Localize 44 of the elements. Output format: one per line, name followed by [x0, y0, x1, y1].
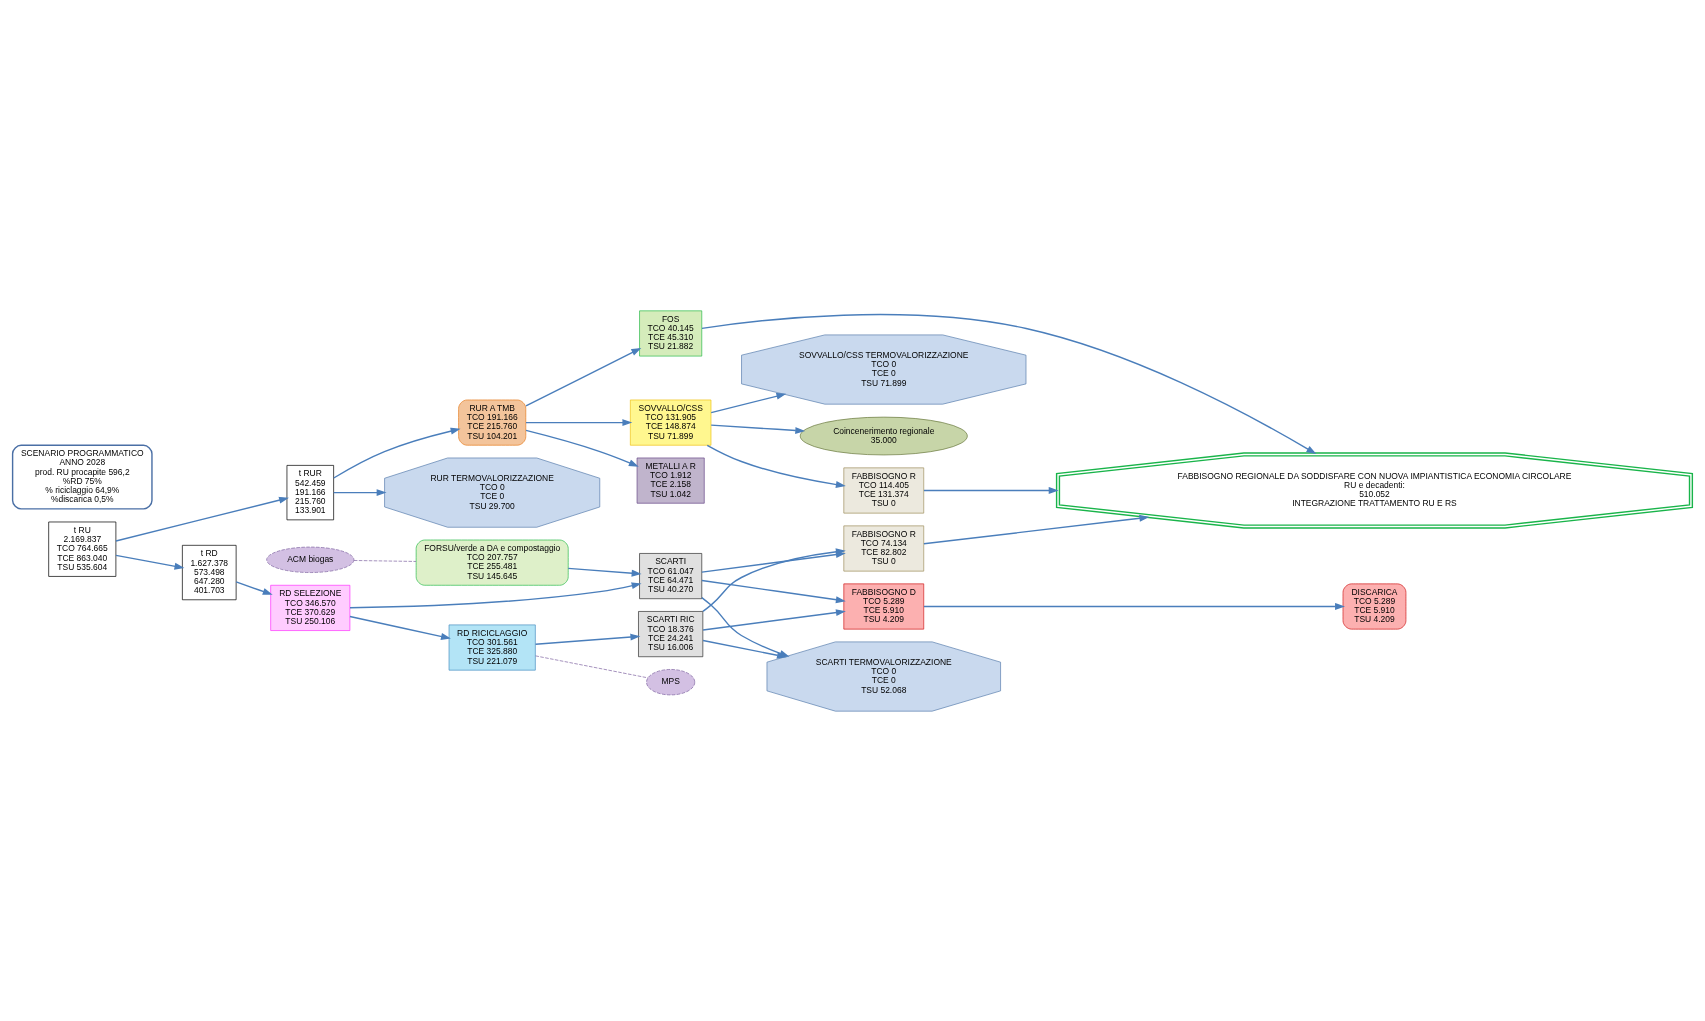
arrow	[710, 392, 787, 413]
node-box: t RD 1.627.378 573.498 647.280 401.703	[182, 544, 237, 600]
arrow	[333, 427, 461, 479]
node-box: FORSU/verde a DA e compostaggio TCO 207.757 TCE 255.481 TSU 145.645	[415, 539, 569, 586]
node-box: FOS TCO 40.145 TCE 45.310 TSU 21.882	[639, 309, 703, 356]
node-ellipse: ACM biogas	[266, 546, 355, 573]
arrow	[525, 347, 642, 407]
node-box: RD SELEZIONE TCO 346.570 TCE 370.629 TSU 250.106	[270, 584, 351, 631]
arrow	[525, 429, 639, 467]
node-box: t RU 2.169.837 TCO 764.665 TCE 863.040 TSU 535.604	[48, 521, 117, 577]
arrow	[702, 608, 846, 631]
node-box: SOVVALLO/CSS TCO 131.905 TCE 148.874 TSU 71.899	[630, 399, 712, 446]
arrow	[923, 486, 1059, 494]
node-box: FABBISOGNO R TCO 74.134 TCE 82.802 TSU 0	[843, 525, 925, 571]
node-ellipse: MPS	[646, 668, 696, 695]
node-box: RUR A TMB TCO 191.166 TCE 215.760 TSU 104.201	[458, 399, 527, 446]
arrow	[923, 602, 1345, 610]
arrow	[349, 615, 451, 640]
arrow	[115, 554, 185, 570]
node-box: DISCARICA TCO 5.289 TCE 5.910 TSU 4.209	[1342, 583, 1407, 629]
node-box: FABBISOGNO D TCO 5.289 TCE 5.910 TSU 4.209	[843, 583, 925, 629]
node-box: RD RICICLAGGIO TCO 301.561 TCE 325.880 TSU 221.079	[448, 624, 536, 670]
arrow	[567, 567, 642, 577]
arrow	[332, 488, 387, 496]
node-box: METALLI A R TCO 1.912 TCE 2.158 TSU 1.042	[636, 457, 705, 504]
arrow	[235, 580, 273, 595]
node-box: SCARTI TCO 61.047 TCE 64.471 TSU 40.270	[639, 552, 703, 599]
connector	[353, 559, 417, 562]
arrow	[701, 313, 1317, 454]
node-box: SCARTI RIC TCO 18.376 TCE 24.241 TSU 16.006	[638, 610, 704, 657]
node-box: SCENARIO PROGRAMMATICO ANNO 2028 prod. RU procapite 596,2 %RD 75% % riciclaggio 64,9% %discarica 0,5%	[11, 444, 153, 510]
node-box: FABBISOGNO R TCO 114.405 TCE 131.374 TSU 0	[843, 467, 925, 513]
arrow	[702, 639, 787, 659]
node-ellipse: Coincenerimento regionale 35.000	[799, 416, 968, 455]
node-box: t RUR 542.459 191.166 215.760 133.901	[286, 464, 334, 520]
arrow	[534, 633, 641, 645]
arrow	[710, 423, 806, 434]
arrow	[525, 418, 633, 426]
arrow	[349, 581, 642, 608]
connector	[535, 655, 649, 678]
arrow	[701, 579, 846, 603]
arrow	[923, 514, 1150, 545]
arrow	[706, 444, 846, 488]
arrow	[115, 496, 289, 542]
